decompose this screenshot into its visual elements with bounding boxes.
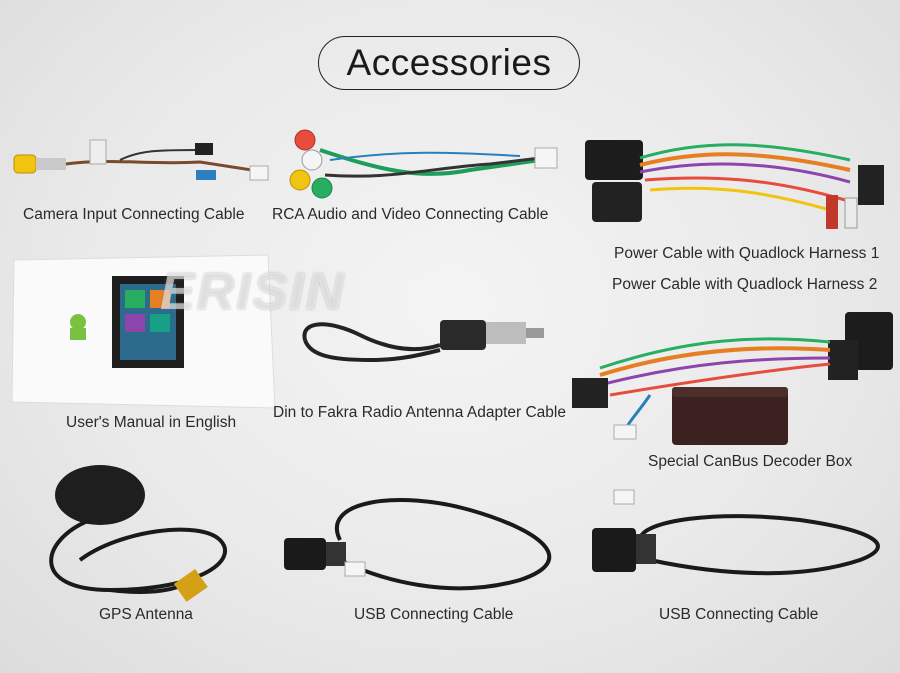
caption-antenna-adapter: Din to Fakra Radio Antenna Adapter Cable [273, 404, 566, 421]
decoder-box-icon [672, 387, 788, 445]
caption-usb-cable-2: USB Connecting Cable [659, 606, 819, 623]
camera-cable-icon [13, 139, 269, 181]
manual-icon [11, 254, 276, 409]
caption-quadlock-1: Power Cable with Quadlock Harness 1 [614, 245, 880, 262]
usb-cable-icon [284, 498, 552, 591]
gps-antenna-icon [49, 465, 227, 602]
caption-usb-cable-1: USB Connecting Cable [354, 606, 514, 623]
watermark: ERISIN [160, 263, 346, 321]
quadlock-harness-icon [572, 312, 893, 440]
usb-cable-icon [592, 489, 880, 576]
caption-gps-antenna: GPS Antenna [99, 606, 193, 623]
antenna-adapter-icon [302, 320, 544, 363]
caption-manual: User's Manual in English [66, 414, 237, 431]
caption-rca-cable: RCA Audio and Video Connecting Cable [272, 206, 549, 223]
caption-camera-cable: Camera Input Connecting Cable [23, 206, 245, 223]
page-title: Accessories [318, 36, 580, 90]
quadlock-harness-icon [585, 140, 884, 229]
rca-cable-icon [289, 129, 558, 199]
caption-quadlock-2: Power Cable with Quadlock Harness 2 [612, 276, 878, 293]
caption-decoder-box: Special CanBus Decoder Box [648, 453, 853, 470]
